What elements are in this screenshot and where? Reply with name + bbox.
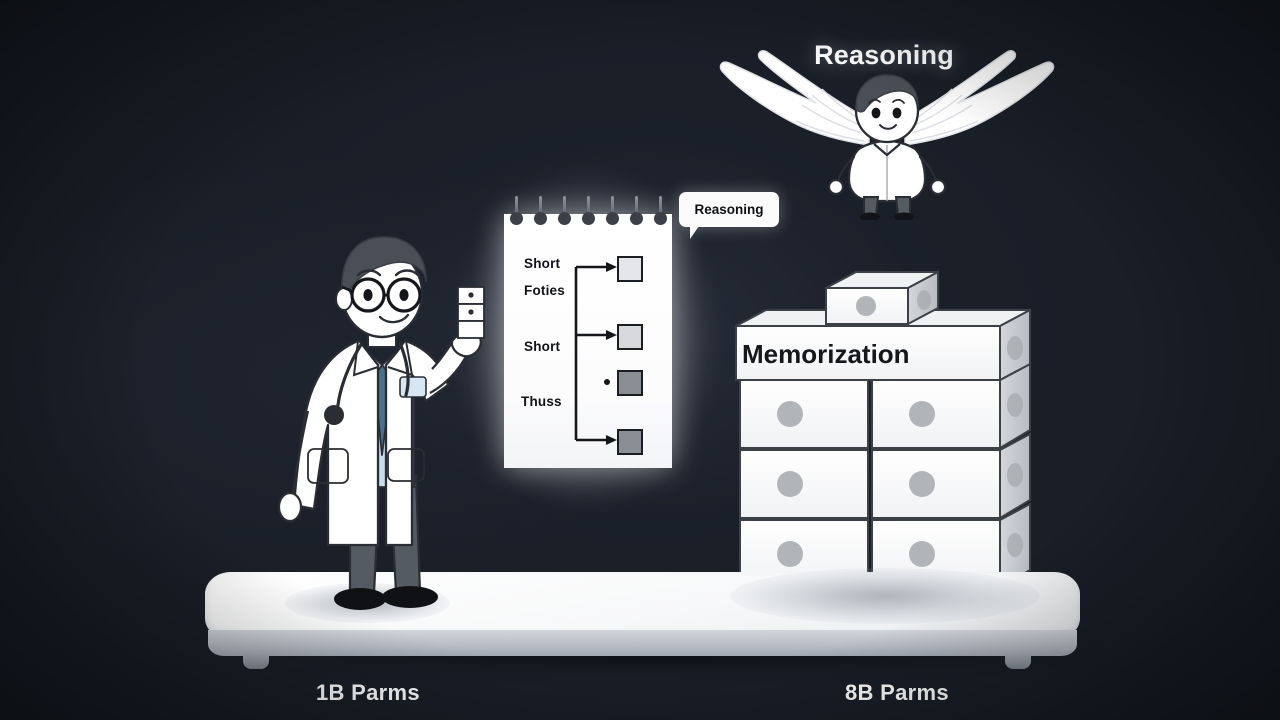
notepad-connectors	[574, 262, 617, 445]
angel-right-wing	[904, 49, 1055, 146]
label-left-params: 1B Parms	[316, 680, 420, 705]
angel-left-wing	[719, 49, 870, 146]
platform-foot-right	[1005, 653, 1031, 669]
box-row2-left	[739, 449, 869, 519]
speech-bubble: Reasoning	[679, 192, 787, 248]
memorization-box-stack: Memorization	[718, 268, 1048, 598]
speech-bubble-tail	[690, 226, 699, 239]
notepad: Short Foties Short Thuss	[460, 174, 712, 504]
memorization-label: Memorization	[742, 339, 910, 369]
platform-side-face	[208, 630, 1077, 656]
label-right-params: 8B Parms	[845, 680, 949, 705]
box-row1-left	[739, 379, 869, 449]
angel-head	[854, 74, 920, 144]
doctor-held-boxes	[457, 286, 485, 339]
box-small-top	[825, 270, 939, 326]
notepad-square-1	[617, 256, 643, 282]
doctor-head	[335, 236, 427, 339]
angel-body	[827, 139, 947, 222]
notepad-square-4	[617, 429, 643, 455]
notepad-square-2	[617, 324, 643, 350]
platform-foot-left	[243, 653, 269, 669]
doctor-lab-coat	[292, 339, 450, 547]
speech-bubble-text: Reasoning	[694, 202, 764, 217]
doctor-right-arm	[429, 330, 482, 395]
doctor-shoes	[334, 586, 438, 610]
doctor-figure	[262, 225, 502, 625]
boxes-contact-shadow	[730, 568, 1040, 624]
speech-bubble-body: Reasoning	[679, 192, 779, 227]
notepad-square-3	[617, 370, 643, 396]
